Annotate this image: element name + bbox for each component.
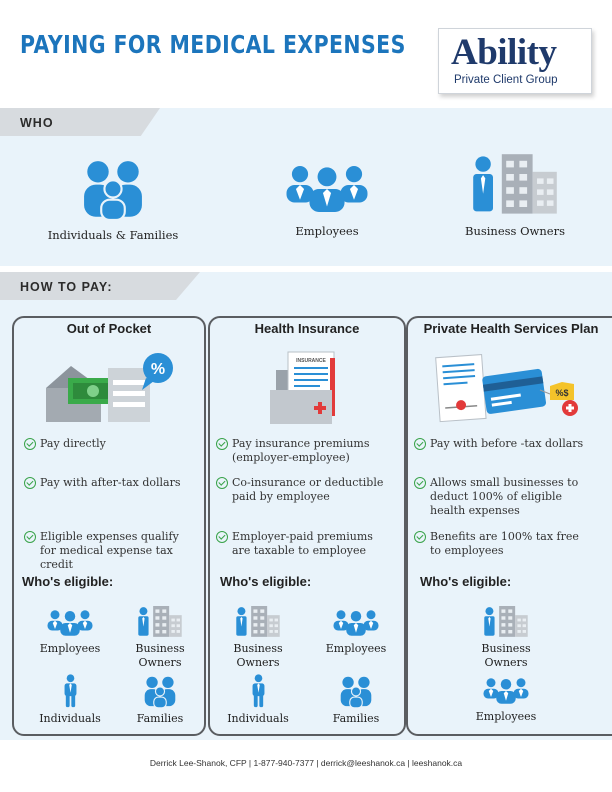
eligible-label: Families xyxy=(332,712,380,725)
who-employees: Employees xyxy=(252,162,402,238)
credit-card-document-icon: %$ xyxy=(435,354,578,423)
check-icon xyxy=(414,477,426,489)
eligible-label: Individuals xyxy=(39,712,101,725)
logo-subtitle: Private Client Group xyxy=(454,74,558,86)
employees-icon xyxy=(326,608,386,638)
eligible-employees: Employees xyxy=(28,608,112,656)
company-logo: Ability Private Client Group xyxy=(438,28,592,94)
whos-eligible-heading: Who's eligible: xyxy=(220,574,312,589)
whos-eligible-heading: Who's eligible: xyxy=(22,574,114,589)
footer-contact: Derrick Lee-Shanok, CFP | 1-877-940-7377… xyxy=(149,758,463,768)
eligible-business-owners: Business Owners xyxy=(118,606,202,670)
benefit-text: Eligible expenses qualify xyxy=(40,530,179,543)
benefit-text: (employer-employee) xyxy=(232,451,350,464)
eligible-business-owners: Business Owners xyxy=(464,606,548,670)
benefit-text: health expenses xyxy=(430,504,520,517)
family-icon xyxy=(339,676,373,708)
price-tag-text: %$ xyxy=(555,388,568,398)
benefit-text: deduct 100% of eligible xyxy=(430,490,563,503)
card-title: Out of Pocket xyxy=(66,321,152,336)
individual-icon xyxy=(250,674,267,708)
eligible-employees: Employees xyxy=(464,676,548,724)
eligible-families: Families xyxy=(118,676,202,726)
card-out-of-pocket: Out of Pocket % Pay directly Pay with af… xyxy=(12,316,206,736)
benefit-text: Benefits are 100% tax free xyxy=(430,530,579,543)
eligible-label: Owners xyxy=(484,656,528,669)
benefit-text: Pay with before -tax dollars xyxy=(430,437,584,450)
eligible-individuals: Individuals xyxy=(28,674,112,726)
insurance-doc-label: INSURANCE xyxy=(296,358,326,364)
who-item-label: Employees xyxy=(295,224,359,238)
family-icon xyxy=(143,676,177,708)
business-owner-icon xyxy=(235,606,281,638)
check-icon xyxy=(216,438,228,450)
how-to-pay-label: HOW TO PAY: xyxy=(20,280,113,294)
employees-icon xyxy=(40,608,100,638)
individual-icon xyxy=(62,674,79,708)
eligible-label: Employees xyxy=(475,710,537,723)
benefit-text: Co-insurance or deductible xyxy=(232,476,384,489)
benefit-text: Pay with after-tax dollars xyxy=(40,476,181,489)
benefit-text: Allows small businesses to xyxy=(430,476,579,489)
percent-symbol: % xyxy=(151,361,165,378)
eligible-label: Individuals xyxy=(227,712,289,725)
benefit-text: credit xyxy=(40,558,73,571)
page-title: PAYING FOR MEDICAL EXPENSES xyxy=(20,30,406,59)
employees-icon xyxy=(476,676,536,706)
eligible-label: Business xyxy=(233,642,283,655)
wallet-cash-icon: % xyxy=(46,353,173,422)
benefit-text: paid by employee xyxy=(232,490,330,503)
benefit-text: are taxable to employee xyxy=(232,544,367,557)
family-icon xyxy=(79,160,147,220)
benefit-text: for medical expense tax xyxy=(40,544,173,557)
benefit-text: to employees xyxy=(430,544,504,557)
eligible-employees: Employees xyxy=(314,608,398,656)
check-icon xyxy=(24,477,36,489)
who-item-label: Individuals & Families xyxy=(47,228,179,242)
eligible-label: Business xyxy=(135,642,185,655)
who-item-label: Business Owners xyxy=(465,224,565,238)
benefit-text: Pay directly xyxy=(40,437,106,450)
eligible-label: Business xyxy=(481,642,531,655)
benefit-text: Employer-paid premiums xyxy=(232,530,373,543)
check-icon xyxy=(24,438,36,450)
insurance-folder-icon: INSURANCE xyxy=(270,351,335,424)
business-owner-icon xyxy=(483,606,529,638)
check-icon xyxy=(24,531,36,543)
check-icon xyxy=(216,477,228,489)
eligible-label: Employees xyxy=(39,642,101,655)
eligible-label: Owners xyxy=(138,656,182,669)
eligible-label: Families xyxy=(136,712,184,725)
eligible-families: Families xyxy=(314,676,398,726)
who-business-owners: Business Owners xyxy=(440,154,590,238)
card-title: Health Insurance xyxy=(254,321,360,336)
check-icon xyxy=(414,438,426,450)
business-owner-icon xyxy=(137,606,183,638)
eligible-business-owners: Business Owners xyxy=(216,606,300,670)
business-owner-icon xyxy=(471,154,559,216)
who-section-label: WHO xyxy=(20,116,54,130)
who-individuals-families: Individuals & Families xyxy=(38,160,188,242)
benefit-text: Pay insurance premiums xyxy=(232,437,370,450)
card-private-health-services-plan: Private Health Services Plan %$ Pay with… xyxy=(406,316,612,736)
eligible-label: Employees xyxy=(325,642,387,655)
who-section-tab: WHO xyxy=(0,108,160,136)
how-to-pay-tab: HOW TO PAY: xyxy=(0,272,200,300)
card-title: Private Health Services Plan xyxy=(423,321,599,336)
logo-name: Ability xyxy=(451,32,557,73)
check-icon xyxy=(414,531,426,543)
check-icon xyxy=(216,531,228,543)
card-health-insurance: Health Insurance INSURANCE Pay insurance… xyxy=(208,316,406,736)
eligible-individuals: Individuals xyxy=(216,674,300,726)
eligible-label: Owners xyxy=(236,656,280,669)
whos-eligible-heading: Who's eligible: xyxy=(420,574,512,589)
employees-icon xyxy=(268,162,386,216)
